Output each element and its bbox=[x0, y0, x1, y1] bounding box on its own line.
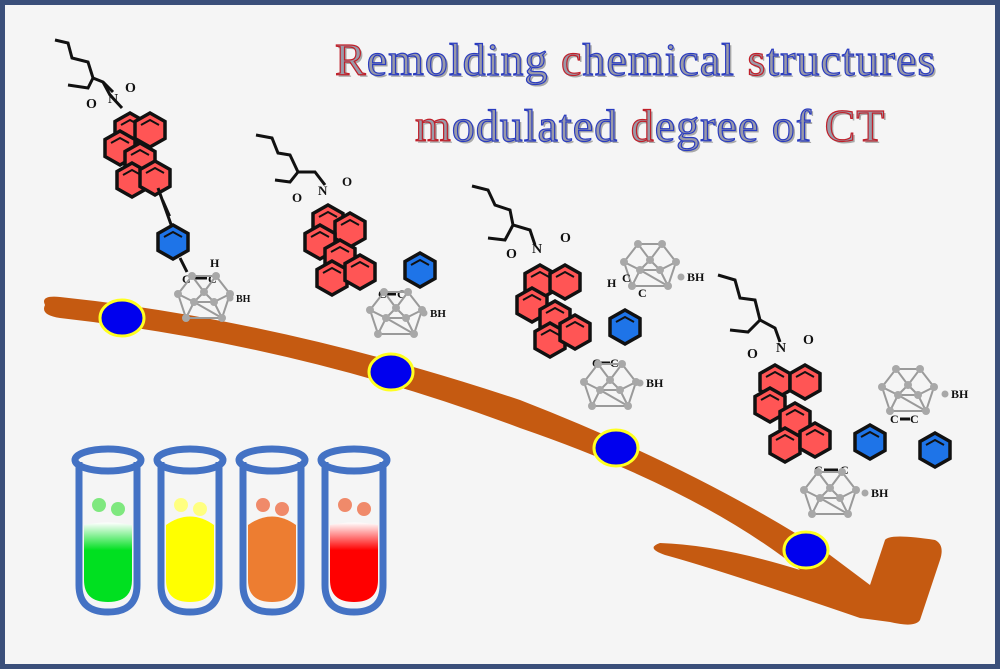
droplet bbox=[275, 502, 289, 516]
perylene-core bbox=[303, 203, 377, 297]
svg-text:C: C bbox=[910, 412, 919, 426]
phenyl-ring bbox=[608, 308, 642, 346]
phenyl-ring bbox=[918, 431, 952, 469]
test-tube-orange bbox=[235, 445, 309, 616]
svg-text:C: C bbox=[397, 287, 406, 301]
svg-text:N: N bbox=[776, 341, 786, 356]
svg-text:BH: BH bbox=[871, 486, 889, 500]
atom-n: N bbox=[108, 92, 118, 107]
droplet bbox=[174, 498, 188, 512]
carborane-cage bbox=[878, 365, 938, 416]
phenyl-ring bbox=[403, 251, 437, 289]
marker-2 bbox=[367, 352, 415, 392]
droplet bbox=[193, 502, 207, 516]
svg-text:C: C bbox=[182, 272, 191, 286]
perylene-core bbox=[515, 263, 592, 359]
svg-text:O: O bbox=[560, 231, 571, 246]
molecule-1: N O O C C H BH bbox=[54, 38, 251, 323]
liquid bbox=[248, 516, 296, 602]
svg-text:BH: BH bbox=[236, 294, 251, 305]
molecule-3: N O O C C BH H C C BH bbox=[471, 184, 705, 411]
test-tube-yellow bbox=[153, 445, 227, 616]
svg-text:C: C bbox=[622, 271, 631, 285]
tube-body bbox=[321, 462, 387, 616]
test-tube-green bbox=[71, 445, 145, 616]
svg-text:N: N bbox=[318, 183, 328, 198]
droplet bbox=[338, 498, 352, 512]
droplet bbox=[256, 498, 270, 512]
carborane-cage bbox=[800, 468, 860, 519]
svg-text:O: O bbox=[506, 247, 517, 262]
test-tubes bbox=[71, 445, 391, 616]
tube-body bbox=[239, 462, 305, 616]
molecule-2: N O O C C BH bbox=[255, 133, 446, 339]
svg-text:C: C bbox=[890, 412, 899, 426]
marker-4 bbox=[782, 530, 830, 570]
arrow-markers bbox=[98, 298, 146, 338]
svg-text:O: O bbox=[342, 174, 352, 189]
trend-arrow bbox=[44, 296, 942, 625]
molecule-4: N O O C C BH C C BH bbox=[717, 273, 969, 519]
marker-1 bbox=[98, 298, 146, 338]
svg-text:C: C bbox=[638, 286, 647, 300]
liquid bbox=[166, 516, 214, 602]
svg-text:BH: BH bbox=[951, 387, 969, 401]
tube-rim bbox=[153, 445, 227, 475]
svg-text:O: O bbox=[292, 190, 302, 205]
diagram-canvas: N O O C C H BH bbox=[44, 38, 969, 625]
svg-text:BH: BH bbox=[430, 308, 446, 320]
svg-text:BH: BH bbox=[687, 270, 705, 284]
phenyl-ring bbox=[156, 223, 190, 261]
marker-3 bbox=[592, 428, 640, 468]
droplet bbox=[111, 502, 125, 516]
svg-text:O: O bbox=[747, 347, 758, 362]
perylene-core bbox=[753, 363, 832, 464]
tube-body bbox=[75, 462, 141, 616]
svg-text:BH: BH bbox=[646, 376, 664, 390]
svg-text:H: H bbox=[607, 276, 617, 290]
droplet bbox=[92, 498, 106, 512]
tube-rim bbox=[317, 445, 391, 475]
atom-o: O bbox=[86, 97, 97, 112]
tube-rim bbox=[71, 445, 145, 475]
svg-text:O: O bbox=[803, 333, 814, 348]
phenyl-ring bbox=[853, 423, 887, 461]
svg-text:N: N bbox=[532, 242, 542, 257]
perylene-core bbox=[103, 111, 172, 199]
svg-text:C: C bbox=[208, 272, 217, 286]
svg-text:H: H bbox=[210, 256, 220, 270]
test-tube-red bbox=[317, 445, 391, 616]
title-line-2: modulated degree of CT bbox=[414, 99, 886, 151]
liquid bbox=[84, 522, 132, 602]
title-line-1: Remolding chemical structures bbox=[334, 33, 937, 85]
tube-rim bbox=[235, 445, 309, 475]
atom-o: O bbox=[125, 81, 136, 96]
liquid bbox=[330, 522, 378, 602]
droplet bbox=[357, 502, 371, 516]
tube-body bbox=[157, 462, 223, 616]
